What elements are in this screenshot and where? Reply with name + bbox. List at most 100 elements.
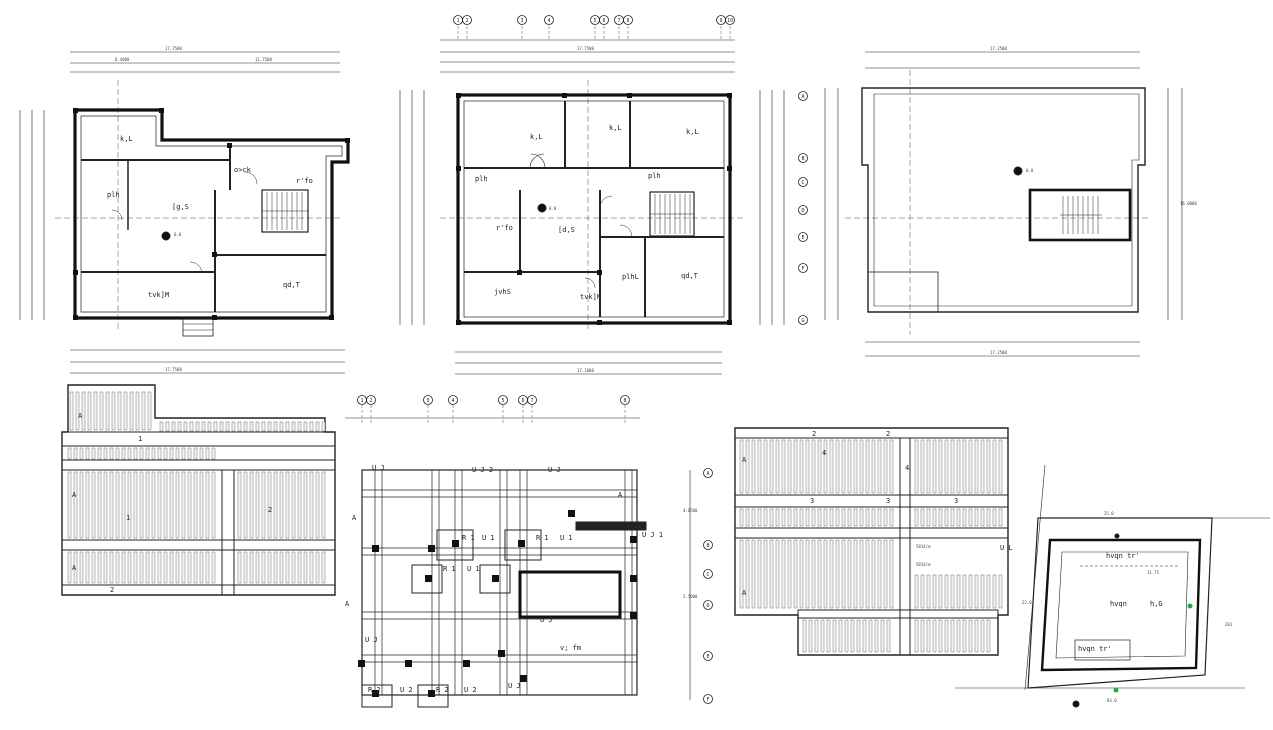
slab-plank [243,551,248,584]
slab-plank [321,421,326,432]
slab-plank [147,391,152,431]
slab-plank [914,508,919,527]
fd-dim-a: 4.8500 [683,508,698,513]
slab-plank [181,551,186,584]
site-plot [1027,517,1213,689]
tr-dim-bottom: 17.2500 [990,350,1007,355]
slab-plank [859,539,864,609]
ff-grid-bubble [517,15,527,25]
ff-grid-bubble [462,15,472,25]
slab-plank [205,551,210,584]
ff-right-bubble-label: C [801,180,804,186]
slab-plank [974,508,979,527]
slab-plank [926,439,931,494]
slab-plank [261,421,266,432]
slab-plank [135,391,140,431]
ff-grid-bubble [623,15,633,25]
slab-plank [67,551,72,584]
slab-plank [844,619,849,653]
slab-plank [877,439,882,494]
slab-plank [163,471,168,539]
slab-mark-a: A [742,456,747,464]
fd-mark-uj: U J [548,466,561,474]
slab-plank [231,421,236,432]
ff-bubble-label: 9 [719,18,722,24]
slab-plank [847,539,852,609]
slab-plank [73,551,78,584]
fd-bubble-label: 5 [501,398,504,404]
ff-bubble-label: 1 [456,18,459,24]
slab-plank [115,471,120,539]
slab-plank [181,447,186,460]
slab-plank [920,619,925,653]
slab-plank [799,539,804,609]
gf-dim-a: 6.4000 [115,57,130,62]
fd-right-bubble-label: D [706,603,709,609]
fd-mark-r2: R 2 [436,686,449,694]
slab-plank [859,508,864,527]
slab-plank [79,447,84,460]
slab-plank [97,471,102,539]
ff-verandah: tvk]M [580,293,601,301]
ff-kitchen-mid: k,L [609,124,622,132]
fd-mark-r1: R 1 [443,565,456,573]
slab-plank [805,539,810,609]
ff-dim-bottom-total: 17.1000 [577,368,594,373]
slab-plank [237,551,242,584]
gf-dim-total: 17.7500 [165,46,182,51]
slab-mark-3: 3 [886,497,890,505]
fd-dim-b: 2.5000 [683,594,698,599]
slab-plank [823,439,828,494]
slab-mark-3: 3 [810,497,814,505]
slab-plank [237,471,242,539]
slab-mark-3: 3 [954,497,958,505]
slab-plank [877,539,882,609]
slab-plank [145,471,150,539]
ff-bubble-label: 10 [727,18,733,24]
slab-right-beam-low [797,609,999,619]
slab-plank [291,421,296,432]
slab-plank [123,391,128,431]
ground-floor-plan [19,51,350,374]
ff-grid-leaders [457,26,731,40]
slab-plank [838,619,843,653]
slab-plank [127,551,132,584]
slab-plank [811,508,816,527]
slab-mark-2: 2 [886,430,890,438]
fd-hatched-beam [575,521,647,531]
first-floor-plan [399,26,785,375]
slab-plank [267,551,272,584]
ff-bubble-label: 3 [520,18,523,24]
slab-plank [175,447,180,460]
fd-bubble-label: 7 [530,398,533,404]
site-sub-dim: 11.75 [1147,570,1160,575]
slab-plank [187,471,192,539]
slab-plank [73,447,78,460]
slab-plank [145,551,150,584]
slab-plank [853,508,858,527]
slab-plank [199,471,204,539]
slab-plank [883,508,888,527]
slab-plank [195,421,200,432]
ff-grid-bubble [599,15,609,25]
slab-plank [183,421,188,432]
slab-plank [920,508,925,527]
slab-right-beam-mid [734,494,1009,508]
site-marker [1114,533,1120,539]
gf-bath-label: plh [107,191,120,199]
ff-right-bubbles: A B C D E F G [798,91,808,325]
slab-plank [151,471,156,539]
gf-drawing-label: qd,T [283,281,301,289]
slab-plank [261,471,266,539]
ground-floor-texts: k,L [g,S qd,T o>ck r'fo tvk]M plh 0.0 17… [107,46,313,372]
site-green-dot [1187,603,1193,609]
foundation-plan [345,405,691,708]
tr-parapet-inner [873,93,1140,307]
slab-plank [157,471,162,539]
slab-plank [243,471,248,539]
slab-plank [805,439,810,494]
ff-door-3 [619,224,633,238]
slab-plank [109,447,114,460]
slab-plank [865,439,870,494]
slab-plank [205,471,210,539]
